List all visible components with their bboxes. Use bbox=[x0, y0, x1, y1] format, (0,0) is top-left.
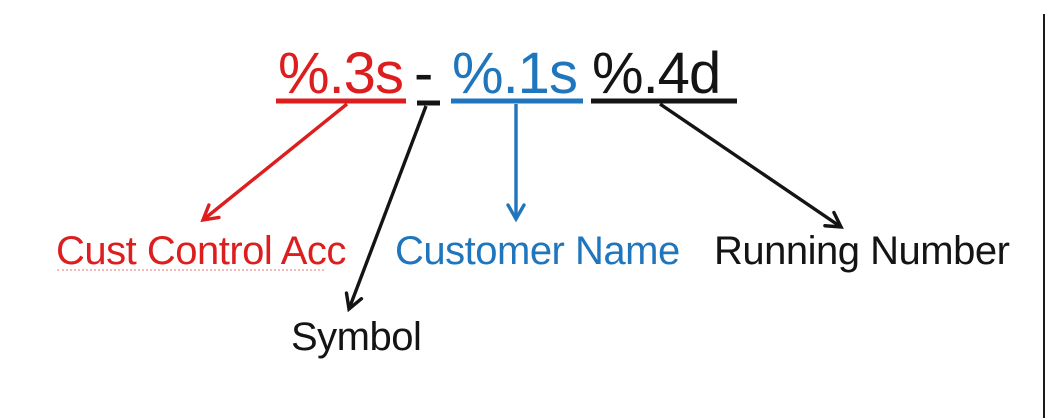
label-customer-name: Customer Name bbox=[395, 229, 680, 273]
format-token-customer-name: %.1s bbox=[452, 41, 578, 106]
label-running-number: Running Number bbox=[714, 229, 1010, 273]
arrow-to-running-number bbox=[659, 102, 844, 229]
spellcheck-squiggle bbox=[57, 253, 324, 271]
label-cust-control-acc: Cust Control Acc bbox=[56, 229, 346, 273]
format-token-running-number: %.4d bbox=[592, 41, 721, 106]
arrow-to-symbol bbox=[344, 105, 428, 313]
format-token-separator-dash: - bbox=[414, 41, 433, 106]
arrow-to-cust-control-acc bbox=[200, 102, 349, 223]
right-edge-line bbox=[1043, 14, 1045, 418]
format-token-cust-control-acc: %.3s bbox=[278, 41, 404, 106]
label-symbol: Symbol bbox=[291, 315, 422, 359]
